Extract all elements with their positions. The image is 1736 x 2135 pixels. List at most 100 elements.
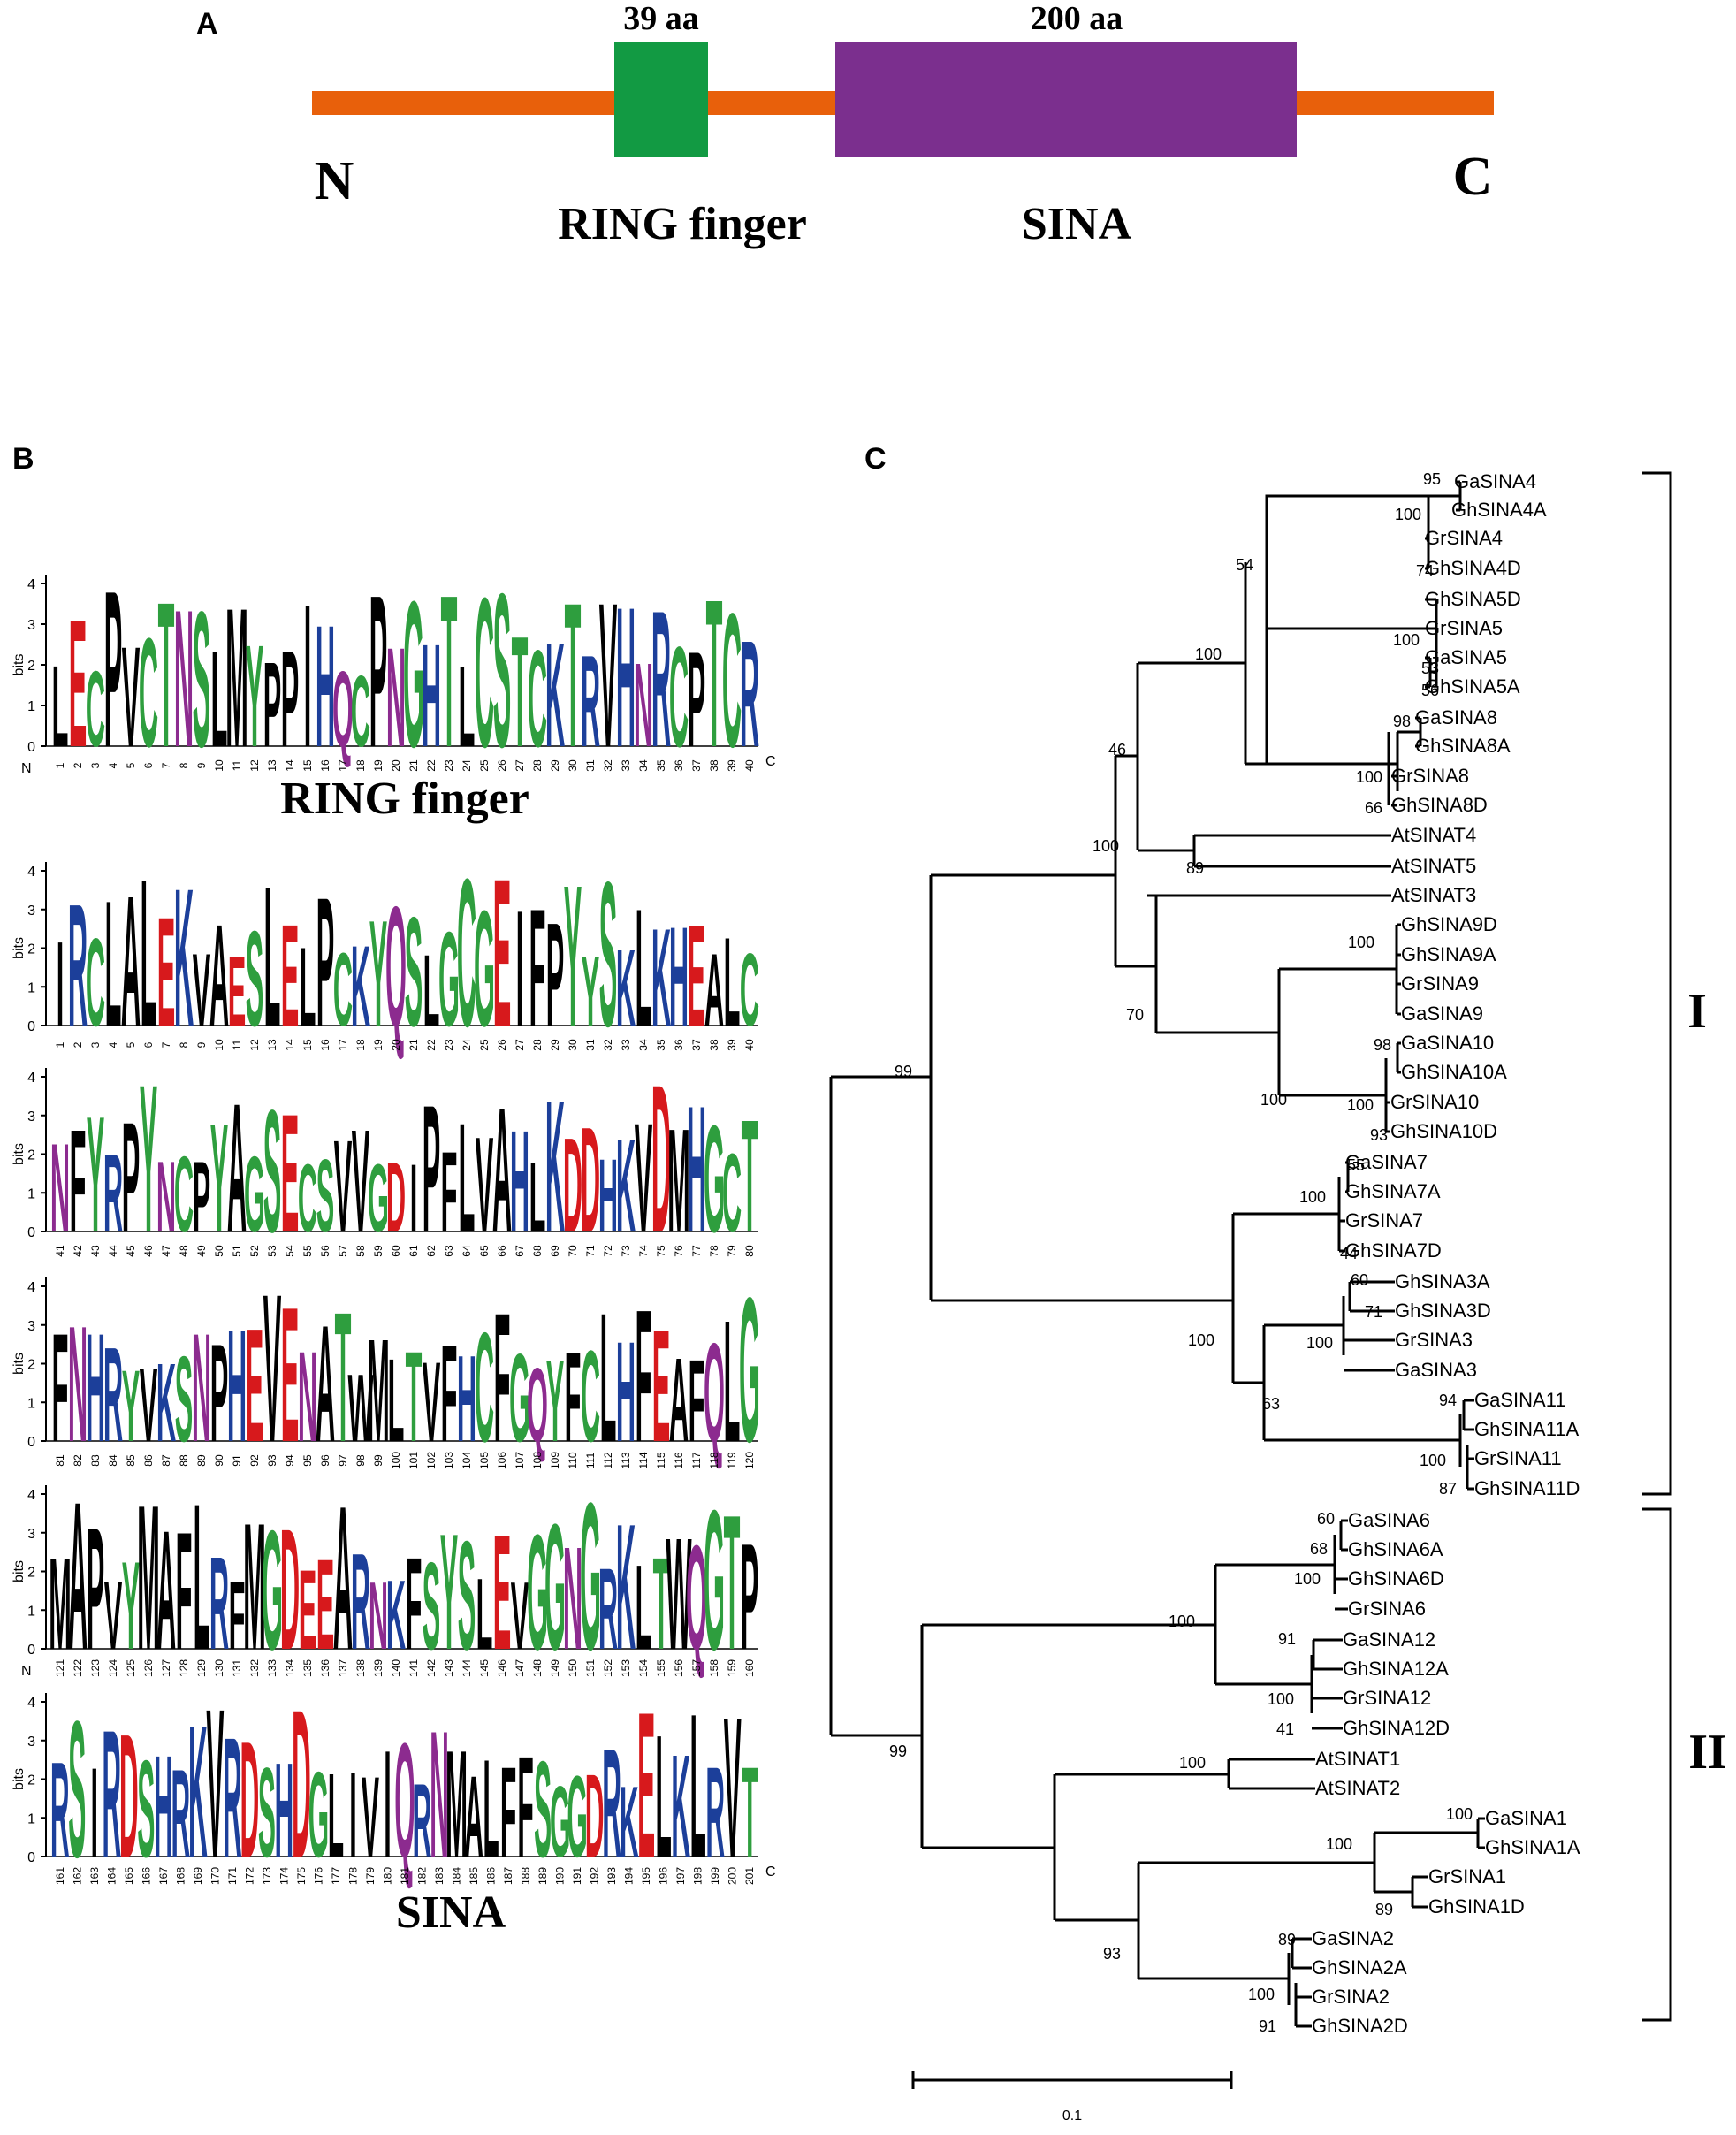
- logo-y-tick-label: 0: [27, 1225, 35, 1240]
- logo-letter: R: [598, 1545, 618, 1674]
- logo-position-label: 176: [312, 1867, 324, 1885]
- logo-position-label: 123: [89, 1659, 102, 1677]
- tree-leaf-label: GhSINA12A: [1343, 1658, 1449, 1680]
- logo-y-tick-label: 3: [27, 1735, 35, 1750]
- bootstrap-value: 54: [1236, 556, 1253, 574]
- logo-letter: E: [281, 1079, 300, 1268]
- logo-position-label: 126: [142, 1659, 155, 1677]
- logo-position-label: 191: [571, 1867, 583, 1885]
- logo-position-label: 164: [105, 1867, 118, 1885]
- logo-position-label: 193: [605, 1867, 618, 1885]
- logo-position-label: 24: [461, 759, 473, 772]
- logo-letter: F: [529, 873, 546, 1061]
- logo-letter: G: [308, 1748, 329, 1883]
- tree-leaf-label: AtSINAT4: [1391, 824, 1476, 846]
- logo-letter: A: [156, 1496, 176, 1686]
- bootstrap-value: 100: [1306, 1334, 1333, 1352]
- logo-letter: R: [413, 1763, 432, 1880]
- logo-letter: E: [688, 896, 706, 1056]
- logo-letter: K: [545, 611, 565, 778]
- logo-position-label: 27: [514, 1039, 526, 1051]
- logo-letter: V: [140, 1348, 158, 1464]
- logo-letter: Y: [87, 1084, 105, 1268]
- logo-position-label: 19: [372, 759, 385, 772]
- bootstrap-value: 41: [1276, 1720, 1294, 1738]
- logo-letter: R: [102, 1693, 121, 1895]
- logo-letter: Q: [686, 1514, 707, 1681]
- logo-position-label: 118: [708, 1452, 720, 1468]
- bootstrap-value: 99: [895, 1063, 912, 1080]
- logo-letter: Y: [246, 616, 264, 778]
- ring-length-label: 39 aa: [623, 0, 699, 37]
- bootstrap-value: 100: [1393, 631, 1420, 649]
- bootstrap-value: 100: [1188, 1331, 1214, 1349]
- logo-letter: M: [243, 1485, 266, 1687]
- logo-y-tick-label: 1: [27, 699, 35, 714]
- logo-letter: E: [281, 896, 300, 1057]
- logo-letter: V: [423, 1338, 441, 1465]
- logo-letter: H: [616, 1312, 636, 1472]
- logo-letter: H: [86, 1300, 105, 1474]
- ring-finger-title: RING finger: [558, 199, 807, 249]
- logo-y-tick-label: 4: [27, 1071, 35, 1086]
- logo-letter: P: [423, 1068, 441, 1270]
- phylogenetic-tree: [829, 480, 1485, 2028]
- logo-position-label: 162: [71, 1867, 83, 1885]
- logo-letter: I: [304, 561, 312, 789]
- bootstrap-value: 100: [1248, 1986, 1275, 2003]
- bootstrap-value: 89: [1278, 1931, 1296, 1948]
- logo-position-label: 32: [602, 759, 614, 772]
- bootstrap-value: 98: [1374, 1036, 1391, 1054]
- logo-position-label: 129: [195, 1659, 208, 1677]
- logo-letter: S: [258, 1742, 276, 1885]
- logo-position-label: 26: [496, 1039, 508, 1051]
- logo-c-label: C: [765, 754, 776, 769]
- logo-position-label: 42: [72, 1245, 84, 1257]
- logo-y-tick-label: 4: [27, 1280, 35, 1295]
- logo-position-label: 99: [372, 1454, 385, 1467]
- logo-letter: P: [281, 622, 300, 775]
- logo-position-label: 186: [485, 1867, 498, 1885]
- logo-position-label: 24: [461, 1039, 473, 1051]
- logo-position-label: 10: [213, 759, 225, 772]
- logo-letter: G: [580, 1459, 601, 1693]
- logo-letter: D: [651, 1041, 671, 1277]
- logo-letter: L: [423, 934, 440, 1047]
- logo-position-label: 114: [637, 1452, 650, 1468]
- logo-position-label: 59: [372, 1245, 385, 1257]
- logo-letter: G: [474, 878, 495, 1062]
- bootstrap-value: 60: [1317, 1510, 1335, 1528]
- logo-position-label: 25: [478, 1039, 491, 1051]
- logo-position-label: 90: [213, 1454, 225, 1467]
- logo-position-label: 185: [468, 1867, 480, 1885]
- tree-branch: [1384, 1041, 1401, 1133]
- logo-position-label: 5: [125, 1041, 137, 1048]
- logo-position-label: 62: [425, 1245, 438, 1257]
- logo-letter: D: [292, 1666, 311, 1902]
- logo-y-tick-label: 0: [27, 740, 35, 755]
- logo-letter: E: [281, 1267, 300, 1483]
- logo-position-label: 95: [301, 1454, 314, 1467]
- logo-letter: S: [599, 840, 618, 1071]
- bootstrap-value: 100: [1093, 837, 1119, 855]
- logo-letter: G: [403, 558, 424, 791]
- logo-position-label: 30: [567, 1039, 579, 1051]
- tree-leaf-label: AtSINAT3: [1391, 884, 1476, 906]
- logo-letter: P: [263, 637, 282, 772]
- tree-leaf-label: GaSINA1: [1485, 1807, 1567, 1829]
- scale-bar-label: 0.1: [1062, 2108, 1082, 2124]
- bootstrap-value: 100: [1169, 1613, 1195, 1630]
- logo-position-label: 4: [107, 1041, 119, 1048]
- logo-letter: I: [91, 1742, 98, 1885]
- logo-letter: P: [546, 893, 565, 1057]
- logo-letter: C: [722, 573, 742, 787]
- logo-letter: H: [316, 590, 335, 783]
- bootstrap-value: 68: [1310, 1540, 1328, 1558]
- logo-position-label: 7: [160, 1041, 172, 1048]
- logo-y-tick-label: 1: [27, 1811, 35, 1826]
- sina-length-label: 200 aa: [1031, 0, 1123, 37]
- logo-position-label: 104: [461, 1452, 473, 1469]
- logo-position-label: 154: [637, 1659, 650, 1677]
- logo-letter: A: [209, 896, 229, 1057]
